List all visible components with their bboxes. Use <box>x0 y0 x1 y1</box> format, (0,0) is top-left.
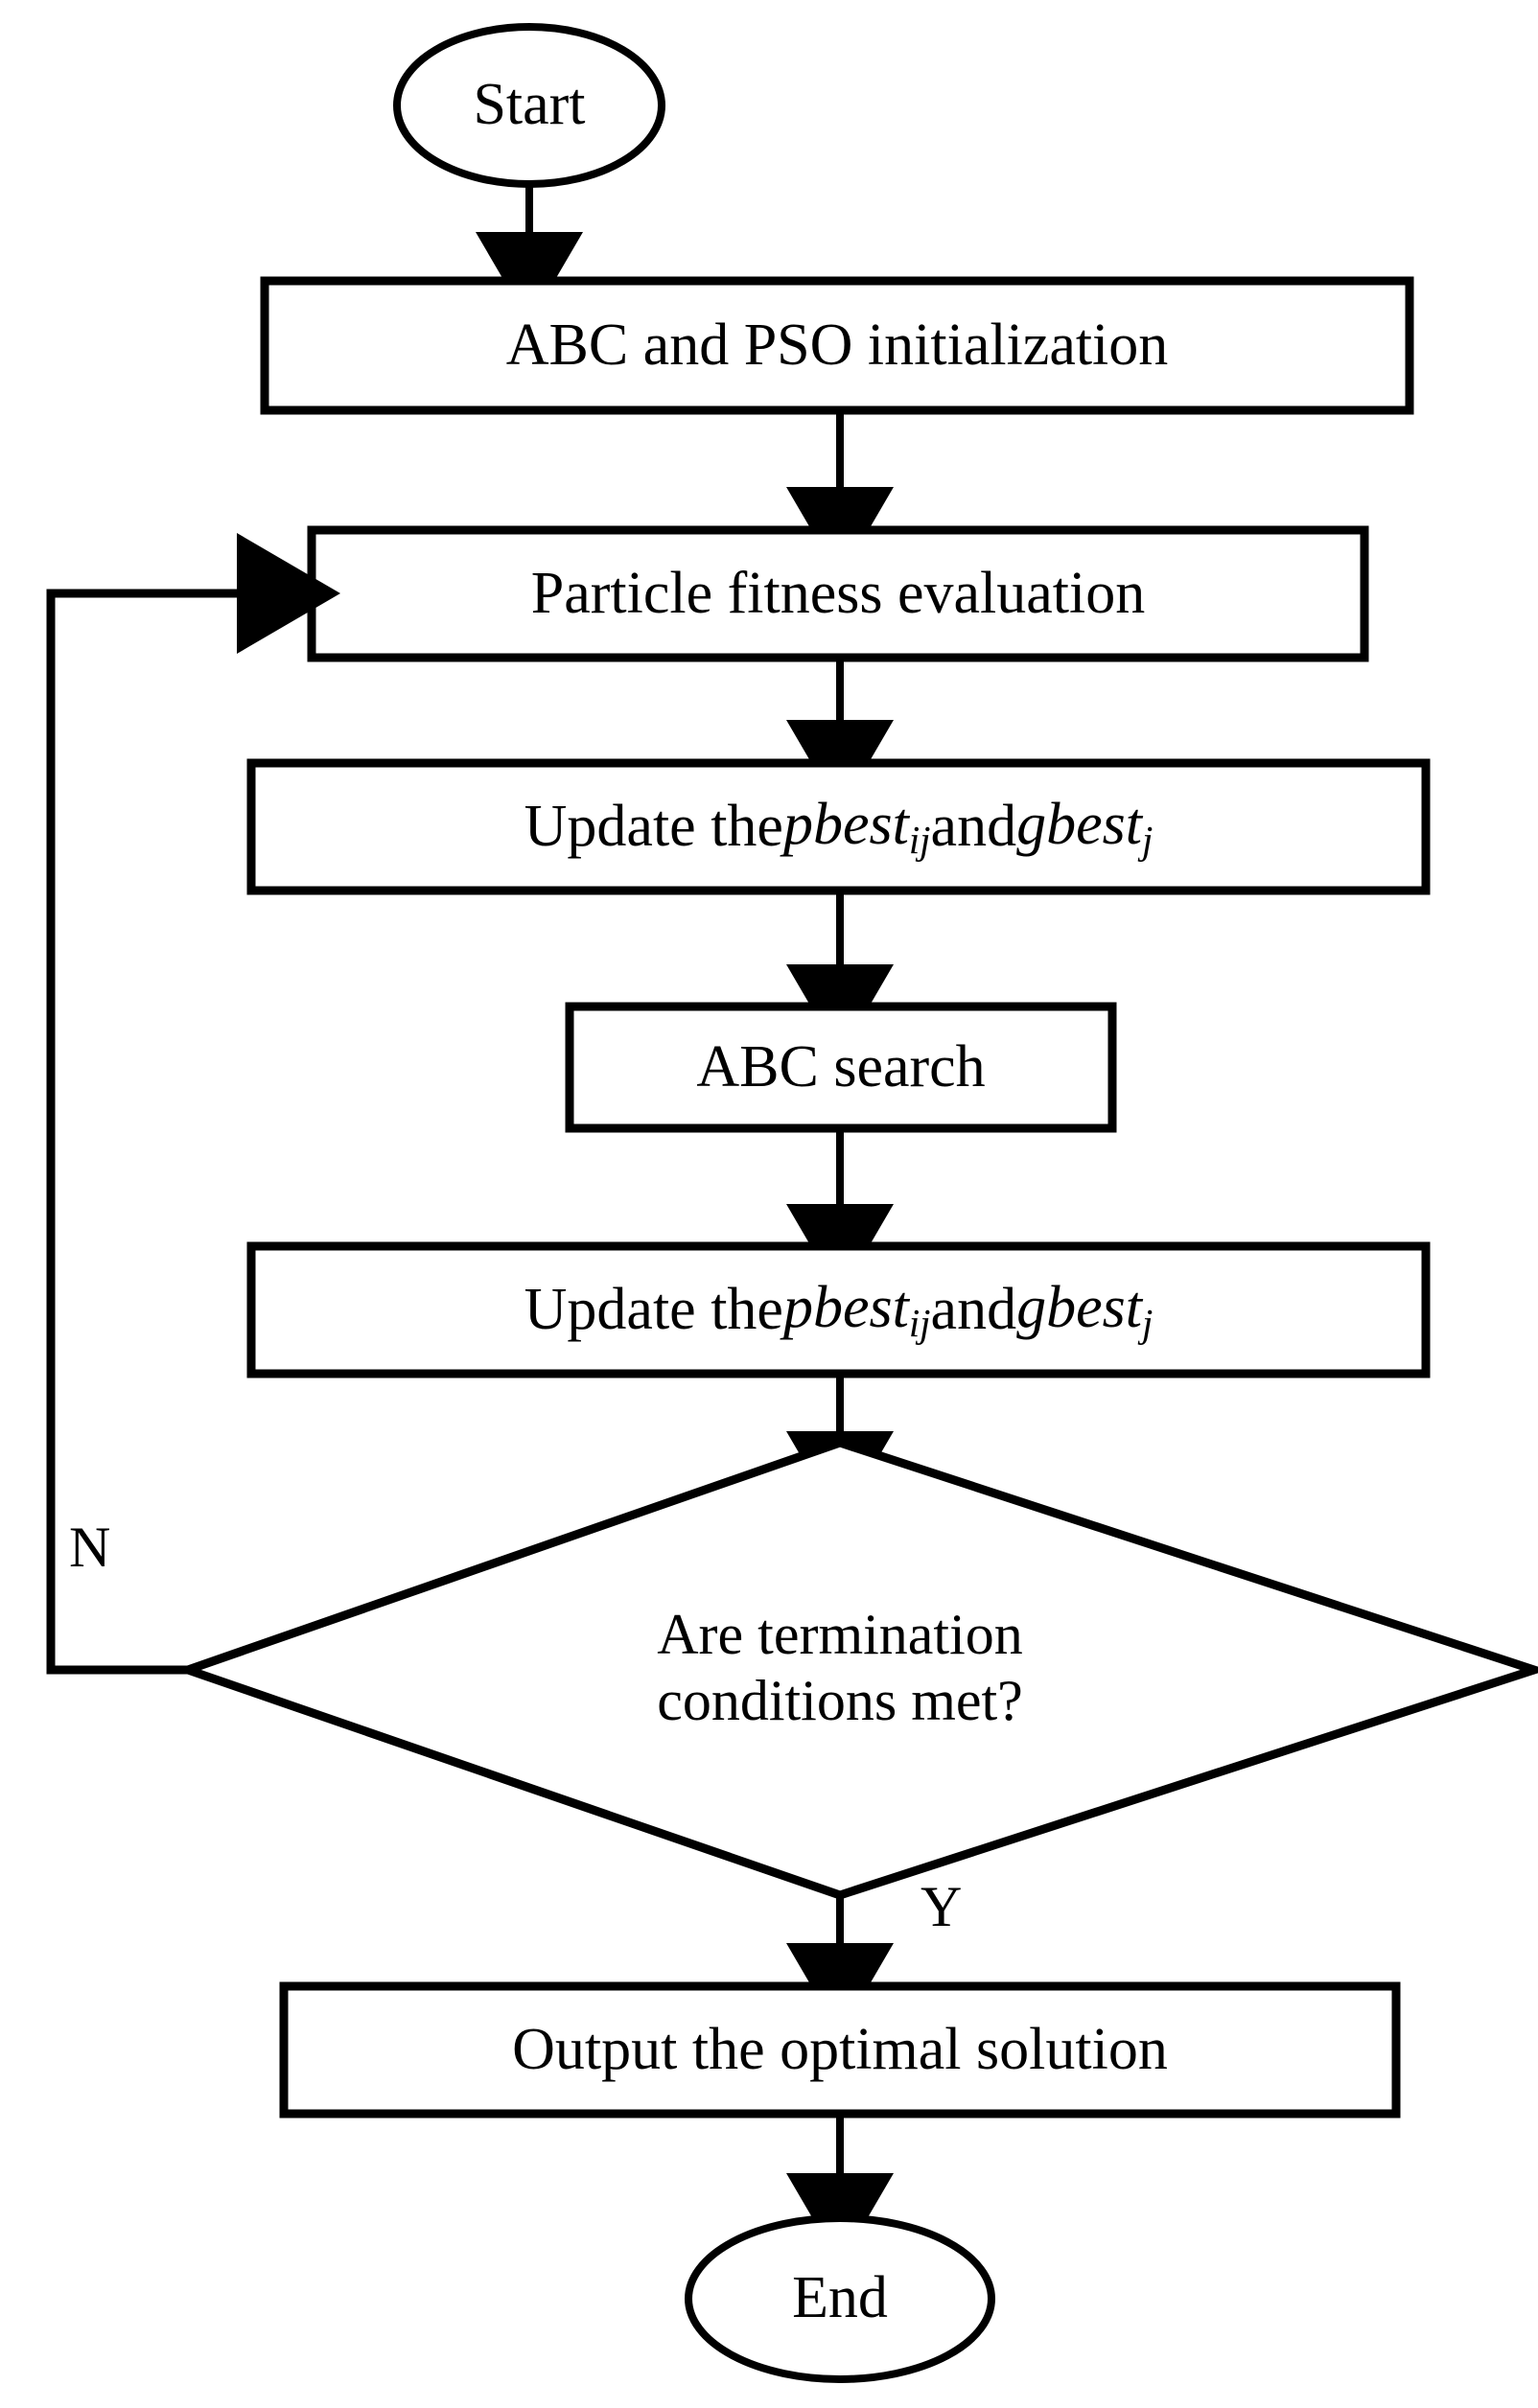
decision-diamond-shape <box>175 1438 1538 1900</box>
fitness-process-shape <box>307 525 1369 662</box>
edge-label-no: N <box>69 1516 111 1579</box>
abcsearch-process-shape <box>565 1002 1117 1133</box>
end-terminal-shape <box>685 2214 995 2383</box>
edge-decision-no-feedback <box>46 533 340 1675</box>
update2-process-shape <box>246 1241 1431 1378</box>
output-process-shape <box>279 1981 1401 2119</box>
init-process-shape <box>260 276 1414 415</box>
edge-label-yes: Y <box>920 1875 963 1938</box>
start-terminal-shape <box>393 23 665 188</box>
update1-process-shape <box>246 758 1431 895</box>
